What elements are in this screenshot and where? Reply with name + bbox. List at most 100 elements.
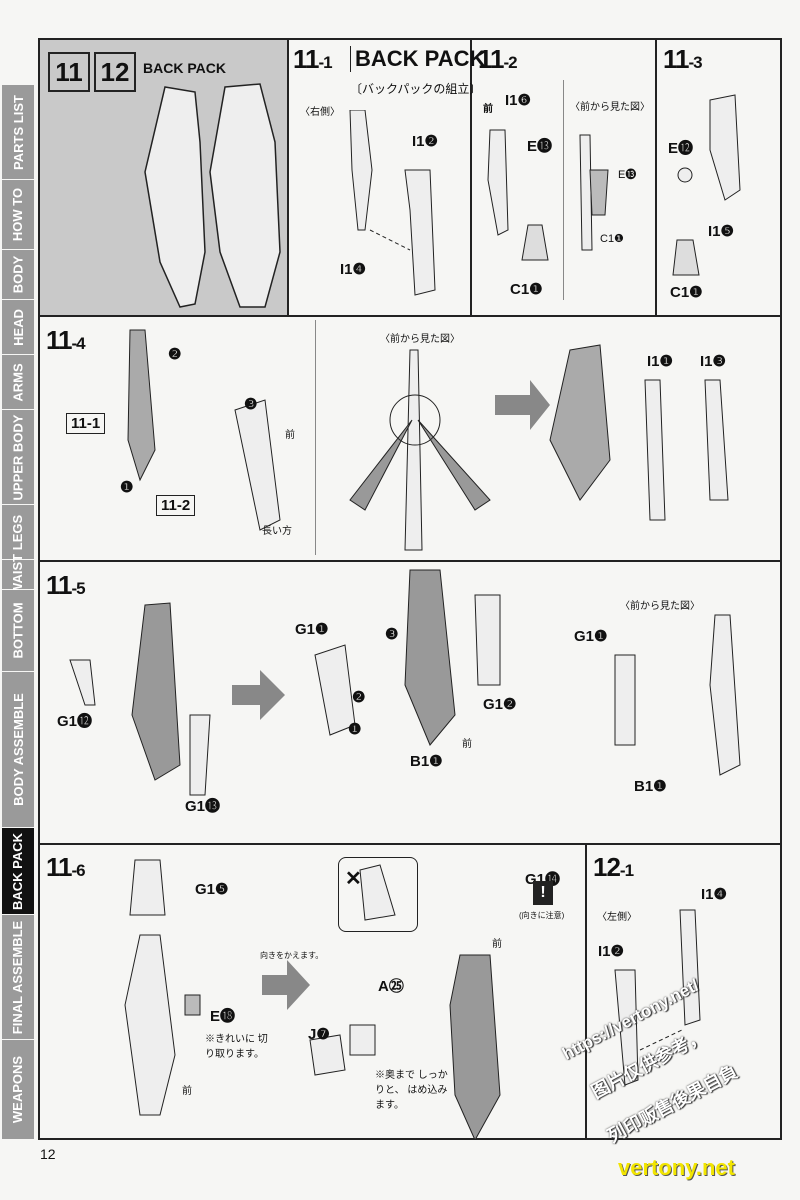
assembly-drawing (69, 569, 741, 796)
part-label: G1❺ (195, 881, 229, 898)
page-number: 12 (40, 1146, 56, 1162)
part-label: B1❶ (634, 778, 667, 795)
front-indicator: 前 (492, 939, 502, 950)
assembly-drawing (124, 859, 501, 1140)
sidebar-tab-body[interactable]: BODY (2, 250, 34, 300)
assembly-drawing (127, 329, 729, 551)
part-label: I1❹ (701, 886, 727, 903)
step-order: ❶ (120, 479, 134, 496)
sidebar-tab-label: BACK PACK (10, 832, 26, 910)
sidebar-tab-head[interactable]: HEAD (2, 300, 34, 355)
sidebar-tab-label: HEAD (10, 308, 26, 346)
part-drawing (487, 129, 609, 261)
front-indicator: 前 (483, 104, 493, 115)
step-11-6-label: 11-6 (46, 852, 86, 882)
watermark-footer: vertony.net (618, 1155, 735, 1180)
part-label: E⓬ (668, 140, 694, 157)
step-order: ❸ (385, 626, 399, 643)
sidebar-tab-how-to[interactable]: HOW TO (2, 180, 34, 250)
part-label: E⓭ (527, 138, 553, 155)
backpack-illustration (144, 83, 281, 308)
step-number-11: 11 (48, 52, 90, 92)
part-label: I1❷ (598, 943, 624, 960)
turn-arrow-icon (262, 960, 310, 1010)
part-label: C1❶ (510, 281, 543, 298)
sidebar-tab-arms[interactable]: ARMS (2, 355, 34, 410)
part-label: C1❶ (670, 284, 703, 301)
sidebar-tab-waist[interactable]: WAIST (2, 554, 34, 595)
sidebar-tab-label: LEGS (10, 514, 26, 550)
step-11-4-label: 11-4 (46, 325, 86, 355)
part-label: I1❷ (412, 133, 438, 150)
step-number-12: 12 (94, 52, 136, 92)
part-label: I1❺ (708, 223, 734, 240)
sidebar-tab-weapons[interactable]: WEAPONS (2, 1040, 34, 1140)
part-label: G1⓬ (57, 713, 93, 730)
part-drawing (614, 909, 701, 1086)
turn-note: 向きをかえます。 (260, 951, 324, 960)
long-side-note: 長い方 (262, 526, 292, 537)
front-indicator: 前 (285, 430, 295, 441)
step-title: BACK PACK (350, 46, 485, 72)
sidebar-tab-label: ARMS (10, 362, 26, 402)
part-label: E⓭ (618, 169, 637, 181)
sidebar-tab-label: WAIST (10, 553, 26, 596)
step-11-2-label: 11-2 (478, 44, 518, 74)
wrong-mark-icon: ✕ (345, 868, 362, 890)
insert-note: ※奥まで しっかりと、 はめ込みます。 (375, 1070, 448, 1111)
step-subtitle: 〔バックパックの組立〕 (350, 82, 482, 96)
part-label: I1❻ (505, 92, 531, 109)
part-drawing (349, 110, 436, 296)
view-note: 〈前から見た図〉 (620, 601, 700, 612)
step-11-3-label: 11-3 (663, 44, 703, 74)
view-note: 〈前から見た図〉 (380, 334, 460, 345)
part-label: I1❸ (700, 353, 726, 370)
part-label: G1❷ (483, 696, 517, 713)
step-order: ❷ (352, 689, 366, 706)
step-order: ❸ (244, 396, 258, 413)
part-label: G1❶ (574, 628, 608, 645)
view-note: 〈前から見た図〉 (570, 102, 650, 113)
part-drawing (672, 94, 741, 276)
reference-11-1: 11-1 (66, 413, 106, 434)
step-11-5-label: 11-5 (46, 570, 86, 600)
step-order: ❷ (168, 346, 182, 363)
sidebar-tab-parts-list[interactable]: PARTS LIST (2, 85, 34, 180)
sidebar-tab-legs[interactable]: LEGS (2, 505, 34, 560)
sidebar-tab-label: WEAPONS (10, 1055, 26, 1124)
sidebar-tab-label: BODY (10, 255, 26, 294)
step-12-1-label: 12-1 (593, 852, 634, 882)
view-note: 〈右側〉 (300, 107, 340, 118)
sidebar-tab-label: HOW TO (10, 187, 26, 242)
part-label: J❼ (308, 1026, 330, 1043)
sidebar-tab-bottom[interactable]: BOTTOM (2, 590, 34, 672)
cut-note: ※きれいに 切り取ります。 (205, 1034, 268, 1060)
sidebar-tab-label: PARTS LIST (10, 94, 26, 170)
part-label: C1❶ (600, 233, 624, 245)
sidebar-tab-label: BODY ASSEMBLE (10, 693, 26, 806)
part-label: I1❹ (340, 261, 366, 278)
part-label: B1❶ (410, 753, 443, 770)
front-indicator: 前 (182, 1086, 192, 1097)
sidebar-tab-label: BOTTOM (10, 602, 26, 659)
front-indicator: 前 (462, 739, 472, 750)
view-note: 〈左側〉 (597, 912, 637, 923)
step-order: ❶ (348, 721, 362, 738)
sidebar-tab-back-pack[interactable]: BACK PACK (2, 828, 34, 915)
caution-icon: ! (533, 881, 553, 905)
step-11-1-label: 11-1 (293, 44, 333, 74)
sidebar-tab-body-assemble[interactable]: BODY ASSEMBLE (2, 672, 34, 828)
part-label: G1❶ (295, 621, 329, 638)
part-label: A㉕ (378, 978, 404, 995)
instruction-frame (38, 38, 782, 1140)
sidebar-tab-upper-body[interactable]: UPPER BODY (2, 410, 34, 505)
sidebar-tab-final-assemble[interactable]: FINAL ASSEMBLE (2, 915, 34, 1040)
sidebar-tab-label: UPPER BODY (10, 414, 26, 500)
header-title: BACK PACK (143, 60, 226, 76)
part-label: G1⓭ (185, 798, 221, 815)
wrong-orientation-box: ✕ (338, 857, 418, 932)
part-label: I1❶ (647, 353, 673, 370)
reference-11-2: 11-2 (156, 495, 196, 516)
part-label: E⓲ (210, 1008, 236, 1025)
caution-note: (向きに注意) (519, 911, 565, 920)
